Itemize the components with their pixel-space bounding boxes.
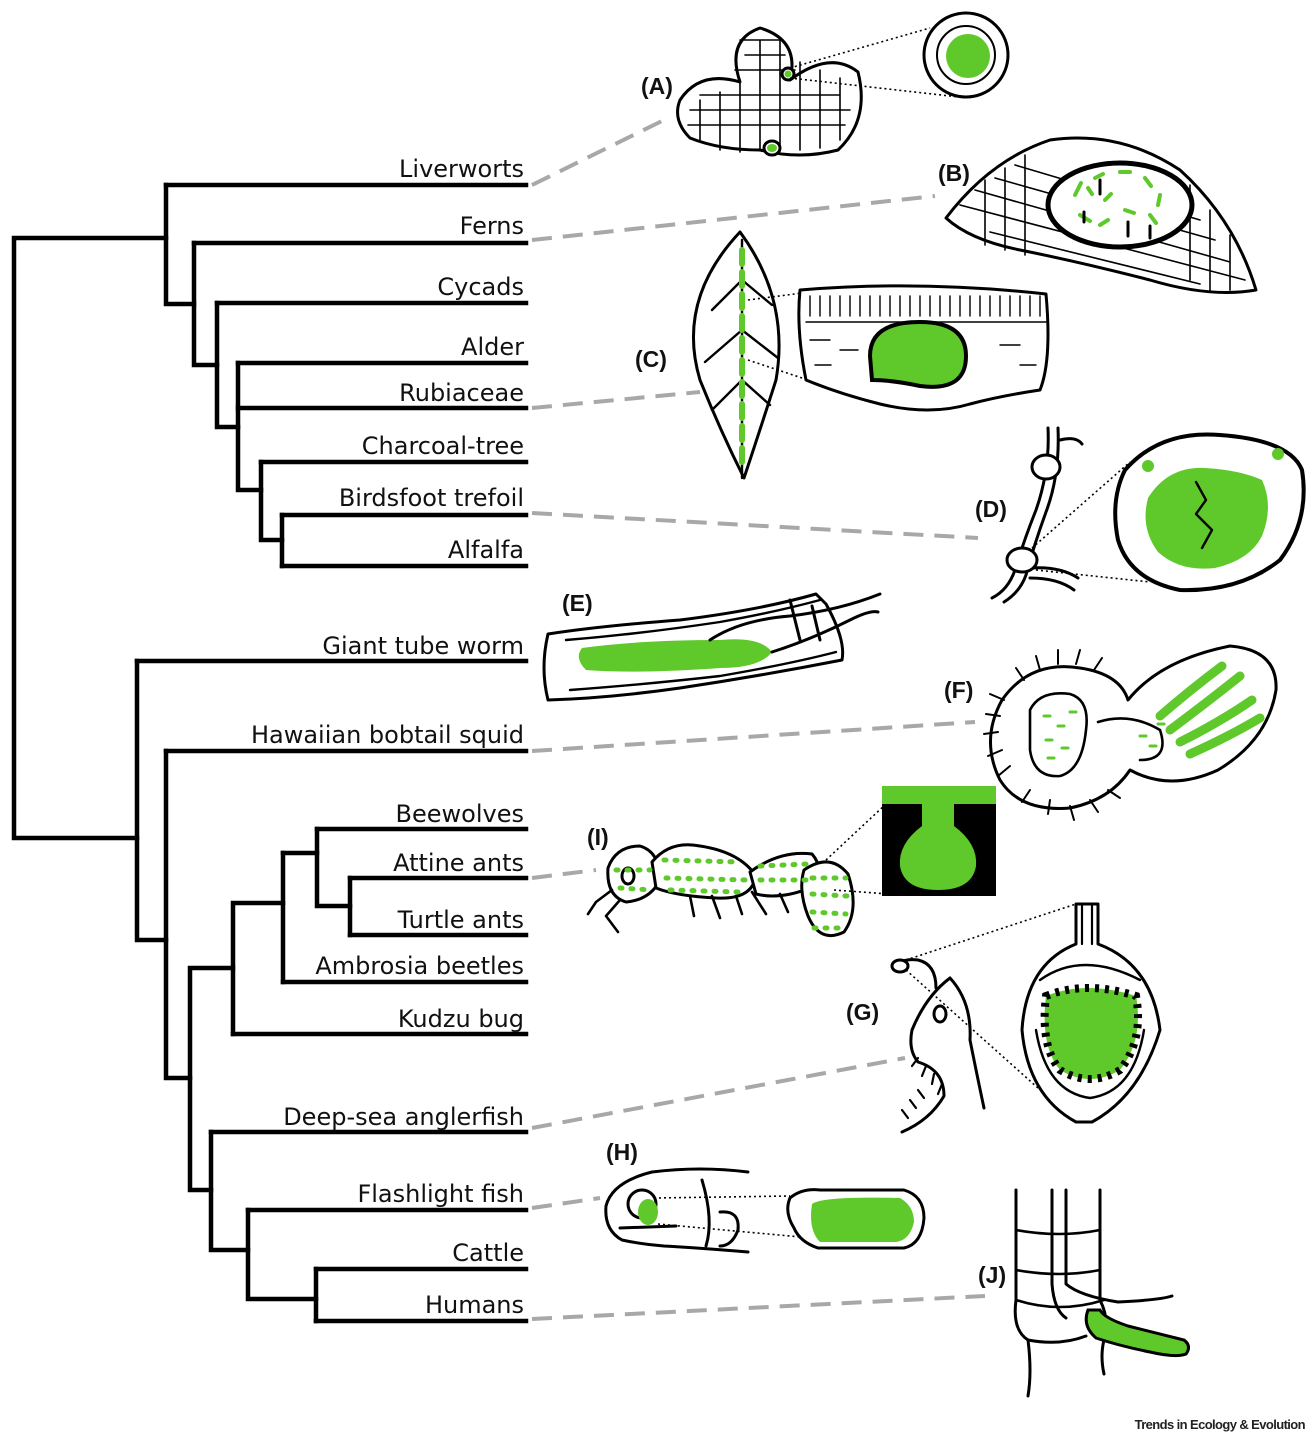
- leader-f: [532, 722, 975, 751]
- leader-c: [532, 392, 700, 408]
- panel-label-i: (I): [587, 824, 609, 850]
- node-ferns: [194, 243, 217, 365]
- label-liverworts: Liverworts: [399, 155, 524, 183]
- node-animals: [137, 661, 166, 940]
- panel-j-gut-appendix: (J): [978, 1190, 1189, 1396]
- node-root: [14, 238, 166, 838]
- label-charcoal-tree: Charcoal-tree: [362, 432, 524, 460]
- node-cycads: [217, 303, 238, 427]
- label-humans: Humans: [425, 1291, 524, 1319]
- root-nodule-upper: [1032, 455, 1060, 479]
- taxon-labels: Liverworts Ferns Cycads Alder Rubiaceae …: [251, 155, 524, 1319]
- label-giant-tube-worm: Giant tube worm: [322, 632, 524, 660]
- label-alfalfa: Alfalfa: [448, 536, 524, 564]
- light-organ-bacteria-h: [811, 1198, 914, 1242]
- label-alder: Alder: [461, 333, 524, 361]
- panel-c-rubiaceae: (C): [635, 232, 1048, 478]
- leader-a: [532, 118, 668, 185]
- flashlight-fish-gill: [702, 1180, 738, 1246]
- panel-label-g: (G): [846, 999, 879, 1025]
- cecum-base: [1028, 1336, 1086, 1342]
- leader-g: [532, 1058, 905, 1128]
- leader-j: [532, 1296, 985, 1319]
- liverwort-cell-mesh: [688, 40, 850, 152]
- label-attine-ants: Attine ants: [393, 849, 524, 877]
- nodule-spot-left: [1142, 460, 1154, 472]
- label-flashlight-fish: Flashlight fish: [357, 1180, 524, 1208]
- root-nodule-lower: [1007, 548, 1037, 572]
- label-cattle: Cattle: [452, 1239, 524, 1267]
- label-turtle-ants: Turtle ants: [397, 906, 524, 934]
- panel-label-f: (F): [944, 677, 973, 703]
- anglerfish-esca: [892, 960, 908, 972]
- panel-i-ant: (I): [587, 786, 996, 936]
- leader-h: [532, 1198, 600, 1208]
- colon-outline: [1015, 1190, 1106, 1396]
- panel-label-d: (D): [975, 496, 1007, 522]
- ant-section-top: [882, 786, 996, 804]
- node-bony: [248, 1210, 316, 1299]
- panel-h-flashlight-fish: (H): [606, 1139, 924, 1252]
- leader-d: [532, 513, 978, 538]
- flashlight-fish-head: [606, 1169, 748, 1252]
- nodule-spot-right: [1272, 448, 1284, 460]
- node-vertebrates: [211, 1132, 248, 1250]
- label-beewolves: Beewolves: [396, 800, 524, 828]
- node-plants: [166, 185, 194, 304]
- panel-label-j: (J): [978, 1262, 1006, 1288]
- node-protostome: [166, 751, 190, 1078]
- label-cycads: Cycads: [437, 273, 524, 301]
- label-ferns: Ferns: [460, 212, 524, 240]
- panel-d-root-nodule: (D): [975, 428, 1304, 602]
- ant-gaster: [802, 862, 853, 936]
- liverwort-thallus: [678, 28, 862, 155]
- label-kudzu-bug: Kudzu bug: [398, 1005, 524, 1033]
- panel-g-anglerfish: (G): [846, 904, 1160, 1132]
- panel-label-a: (A): [641, 73, 673, 99]
- esca-bacteria: [1045, 988, 1138, 1079]
- rubiaceae-leaf: [693, 232, 779, 478]
- panel-label-e: (E): [562, 590, 593, 616]
- panel-label-c: (C): [635, 346, 667, 372]
- anglerfish-body: [902, 978, 984, 1132]
- leader-i: [532, 870, 596, 878]
- liverwort-nodule-bottom: [767, 144, 777, 152]
- label-birdsfoot-trefoil: Birdsfoot trefoil: [339, 484, 524, 512]
- panel-a-liverwort: (A): [641, 13, 1008, 155]
- journal-credit: Trends in Ecology & Evolution: [1135, 1417, 1305, 1432]
- light-organ-outline: [990, 646, 1276, 808]
- fern-cavity: [1048, 163, 1192, 247]
- phylogenetic-tree: [14, 185, 526, 1321]
- leaf-section-gland: [870, 322, 966, 387]
- anglerfish-eye: [934, 1006, 946, 1022]
- node-alder-group: [238, 363, 261, 490]
- liverwort-nodule-top: [785, 71, 792, 78]
- node-charcoal: [261, 462, 282, 540]
- panel-label-b: (B): [938, 160, 970, 186]
- panel-label-h: (H): [606, 1139, 638, 1165]
- leader-b: [532, 196, 935, 240]
- panel-b-fern: (B): [938, 138, 1256, 292]
- node-insects: [233, 903, 283, 1034]
- liverwort-zoom-symbiont: [946, 34, 990, 78]
- node-beewolf: [317, 829, 350, 906]
- label-hawaiian-bobtail-squid: Hawaiian bobtail squid: [251, 721, 524, 749]
- ileum: [1052, 1190, 1172, 1318]
- flashlight-fish-light-organ: [638, 1199, 658, 1225]
- label-ambrosia-beetles: Ambrosia beetles: [315, 952, 524, 980]
- panel-e-tube-worm: (E): [544, 590, 880, 700]
- label-rubiaceae: Rubiaceae: [399, 379, 524, 407]
- label-deep-sea-anglerfish: Deep-sea anglerfish: [283, 1103, 524, 1131]
